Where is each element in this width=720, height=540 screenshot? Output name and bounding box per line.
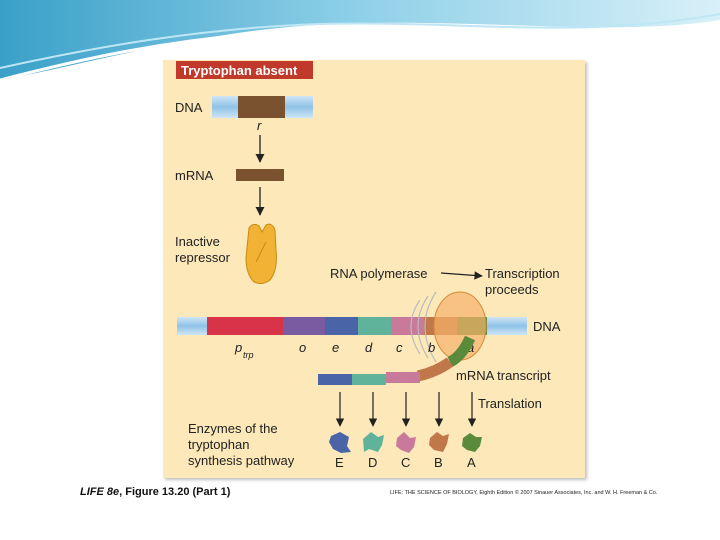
motion-arc-2 <box>417 295 429 359</box>
transcript-b-segment <box>416 357 454 382</box>
caption-figure: , Figure 13.20 (Part 1) <box>119 486 231 498</box>
enzyme-e-shape <box>329 432 351 453</box>
operon-dna-left <box>177 317 207 335</box>
repressor-label-line2: repressor <box>175 250 231 265</box>
repressor-label-line1: Inactive <box>175 234 220 249</box>
dna-label: DNA <box>175 100 203 115</box>
caption-credit: LIFE: THE SCIENCE OF BIOLOGY, Eighth Edi… <box>390 490 658 496</box>
mrna-transcript-label: mRNA transcript <box>456 368 551 383</box>
operator-label: o <box>299 340 306 355</box>
enzyme-d-label: D <box>368 455 377 470</box>
enzyme-c-label: C <box>401 455 410 470</box>
operator-region <box>283 317 325 335</box>
figure-caption: LIFE 8e, Figure 13.20 (Part 1) <box>80 486 230 498</box>
mrna-label: mRNA <box>175 168 214 183</box>
enzymes-label-line3: synthesis pathway <box>188 453 295 468</box>
operon-dna-right <box>487 317 527 335</box>
gene-e-label: e <box>332 340 339 355</box>
promoter-subscript: trp <box>243 350 254 360</box>
regulator-dna-right <box>285 96 313 118</box>
gene-b-label: b <box>428 340 435 355</box>
gene-c-region <box>391 317 424 335</box>
transcription-label-line2: proceeds <box>485 282 539 297</box>
enzymes-label-line1: Enzymes of the <box>188 421 278 436</box>
enzyme-b-shape <box>429 432 449 452</box>
regulator-gene <box>238 96 285 118</box>
enzyme-a-label: A <box>467 455 476 470</box>
gene-d-label: d <box>365 340 373 355</box>
transcript-d-segment <box>352 374 386 385</box>
rna-polymerase-label: RNA polymerase <box>330 266 428 281</box>
title-box <box>176 61 313 79</box>
transcript-c-segment <box>386 372 420 383</box>
header-wave-decoration <box>0 0 720 82</box>
gene-c-label: c <box>396 340 403 355</box>
promoter-label: p <box>234 340 242 355</box>
inactive-repressor-shape <box>245 223 277 285</box>
enzyme-c-shape <box>396 432 416 453</box>
regulator-gene-label: r <box>257 118 262 133</box>
gene-d-region <box>358 317 391 335</box>
enzyme-d-shape <box>363 432 384 452</box>
gene-e-region <box>325 317 358 335</box>
figure-title: Tryptophan absent <box>181 63 298 78</box>
translation-label: Translation <box>478 396 542 411</box>
transcript-e-segment <box>318 374 352 385</box>
motion-arc-3 <box>424 291 437 363</box>
caption-book: LIFE 8e <box>80 486 120 498</box>
figure-panel <box>163 60 585 478</box>
enzymes-label-line2: tryptophan <box>188 437 249 452</box>
enzyme-e-label: E <box>335 455 344 470</box>
operon-dna-label: DNA <box>533 319 561 334</box>
enzyme-b-label: B <box>434 455 443 470</box>
promoter-region <box>207 317 283 335</box>
regulator-dna-left <box>212 96 238 118</box>
motion-arc-1 <box>410 299 421 355</box>
regulator-mrna <box>236 169 284 181</box>
transcription-label-line1: Transcription <box>485 266 560 281</box>
arrow-polymerase-to-transcription <box>440 271 483 280</box>
transcript-a-segment <box>447 335 476 367</box>
enzyme-a-shape <box>462 433 482 452</box>
